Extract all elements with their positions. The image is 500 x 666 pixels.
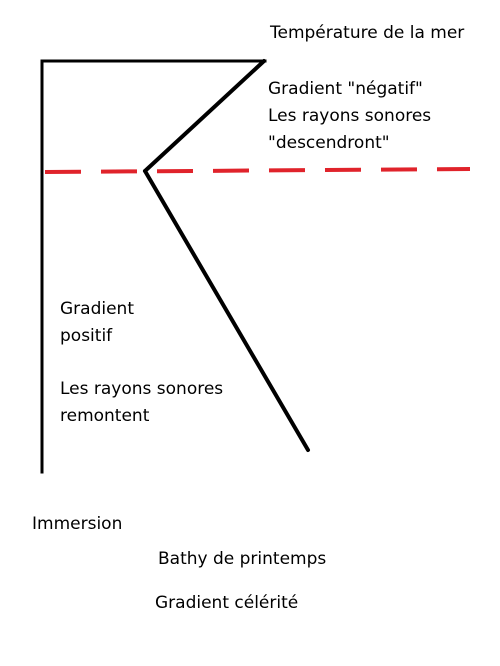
spring-bathy-caption: Bathy de printemps <box>158 549 327 569</box>
negative-gradient-rays-direction: "descendront" <box>268 133 390 153</box>
layer-boundary-dashed-line <box>44 167 471 174</box>
positive-gradient-rays-direction: remontent <box>60 406 150 426</box>
negative-gradient-title: Gradient "négatif" <box>268 79 423 99</box>
positive-gradient-title-line1: Gradient <box>60 299 134 319</box>
celerity-gradient-caption: Gradient célérité <box>155 593 299 613</box>
positive-gradient-rays-text: Les rayons sonores <box>60 379 224 399</box>
profile-negative-gradient-segment <box>143 59 266 173</box>
immersion-axis-label: Immersion <box>32 514 123 534</box>
sea-temperature-label: Température de la mer <box>270 23 465 43</box>
profile-positive-gradient-segment <box>143 169 310 452</box>
negative-gradient-rays-text: Les rayons sonores <box>268 106 432 126</box>
positive-gradient-title-line2: positif <box>60 326 113 346</box>
